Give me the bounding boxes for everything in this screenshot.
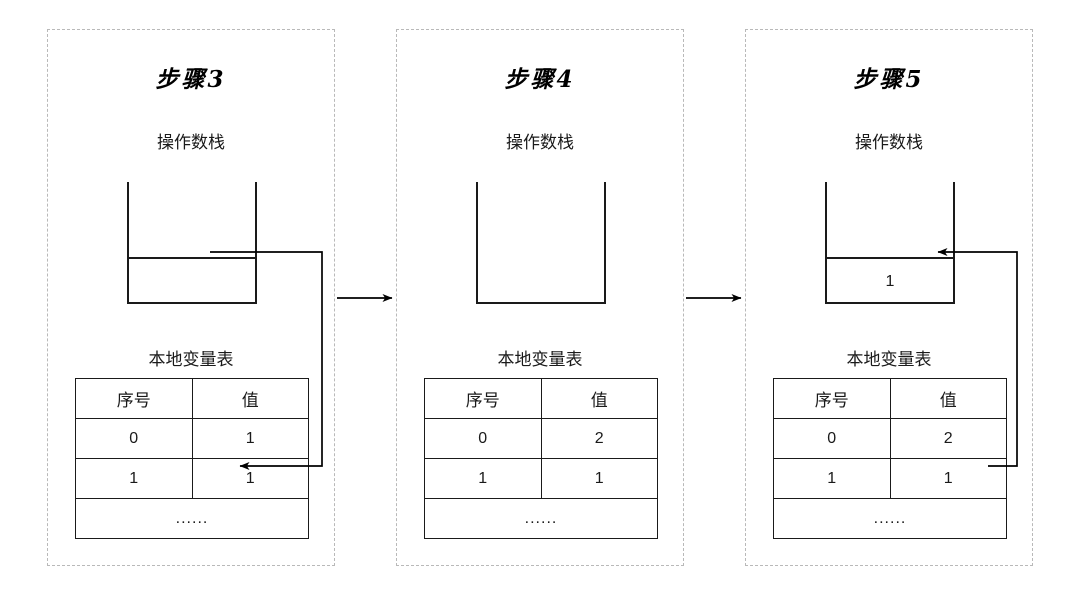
header-index: 序号	[75, 378, 193, 419]
cell-index: 0	[773, 418, 891, 459]
cell-value: 1	[191, 458, 309, 499]
panel-title-step-3: 步骤3	[155, 66, 227, 93]
panel-title-step-4: 步骤4	[504, 66, 576, 93]
table-row: 1 1	[773, 458, 1007, 499]
operand-stack-cell-3: 1	[824, 257, 956, 304]
cell-value: 2	[540, 418, 658, 459]
local-variable-table-2: 序号 值 0 2 1 1 ......	[424, 378, 658, 539]
table-row-ellipsis: ......	[75, 498, 309, 539]
operand-stack-2	[476, 182, 606, 304]
cell-ellipsis: ......	[773, 498, 1007, 539]
header-value: 值	[540, 378, 658, 419]
cell-index: 0	[75, 418, 193, 459]
cell-ellipsis: ......	[424, 498, 658, 539]
local-variable-table-label-3: 本地变量表	[846, 350, 932, 369]
panel-step-4: 步骤4 操作数栈 本地变量表 序号 值 0 2 1 1	[396, 29, 684, 566]
table-header-row: 序号 值	[424, 378, 658, 419]
local-variable-table-1: 序号 值 0 1 1 1 ......	[75, 378, 309, 539]
panel-title-step-5: 步骤5	[853, 66, 925, 93]
local-variable-table-3: 序号 值 0 2 1 1 ......	[773, 378, 1007, 539]
header-index: 序号	[424, 378, 542, 419]
cell-index: 1	[424, 458, 542, 499]
table-row: 0 2	[773, 418, 1007, 459]
cell-index: 1	[773, 458, 891, 499]
cell-value: 1	[889, 458, 1007, 499]
table-row-ellipsis: ......	[773, 498, 1007, 539]
header-index: 序号	[773, 378, 891, 419]
operand-stack-1	[126, 182, 258, 304]
operand-stack-label-3: 操作数栈	[855, 133, 923, 152]
panel-step-3: 步骤3 操作数栈 本地变量表 序号 值 0 1 1 1	[47, 29, 335, 566]
table-row-ellipsis: ......	[424, 498, 658, 539]
cell-ellipsis: ......	[75, 498, 309, 539]
table-row: 0 2	[424, 418, 658, 459]
header-value: 值	[191, 378, 309, 419]
table-row: 1 1	[75, 458, 309, 499]
panel-step-5: 步骤5 操作数栈 1 本地变量表 序号 值 0 2 1 1	[745, 29, 1033, 566]
cell-value: 2	[889, 418, 1007, 459]
local-variable-table-label-1: 本地变量表	[148, 350, 234, 369]
table-header-row: 序号 值	[773, 378, 1007, 419]
cell-value: 1	[191, 418, 309, 459]
header-value: 值	[889, 378, 1007, 419]
table-row: 0 1	[75, 418, 309, 459]
cell-index: 1	[75, 458, 193, 499]
table-header-row: 序号 值	[75, 378, 309, 419]
cell-value: 1	[540, 458, 658, 499]
operand-stack-3: 1	[824, 182, 956, 304]
operand-stack-label-1: 操作数栈	[157, 133, 225, 152]
local-variable-table-label-2: 本地变量表	[497, 350, 583, 369]
operand-stack-label-2: 操作数栈	[506, 133, 574, 152]
operand-stack-cell-1	[126, 257, 258, 304]
cell-index: 0	[424, 418, 542, 459]
table-row: 1 1	[424, 458, 658, 499]
